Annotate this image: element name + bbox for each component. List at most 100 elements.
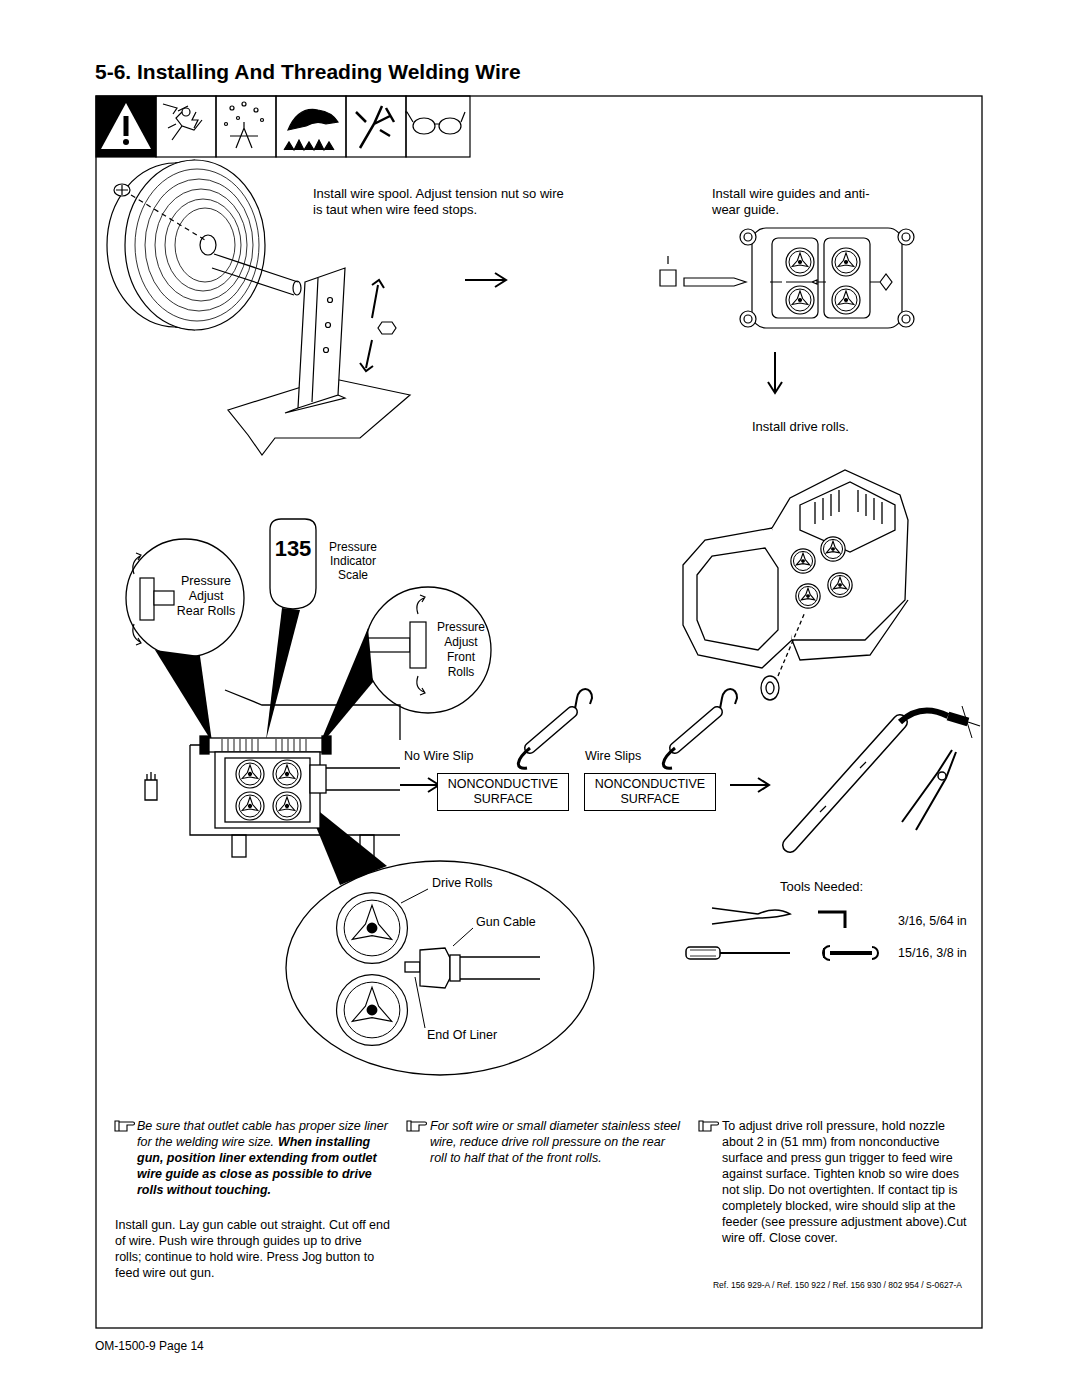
wire-spool xyxy=(145,179,253,311)
wire-guide-plate xyxy=(752,228,902,328)
wire-feeder xyxy=(225,758,310,822)
drive-roll-assembly xyxy=(697,548,778,650)
drive-roll-detail xyxy=(460,957,540,979)
drive-roll-detail xyxy=(450,955,460,981)
wire-spool xyxy=(212,254,298,295)
wire-spool xyxy=(107,160,301,330)
tool-size: 3/16, 5/64 in xyxy=(898,914,967,929)
wire-guide-plate xyxy=(744,233,752,241)
warning-strip xyxy=(276,96,346,157)
surface-label: NONCONDUCTIVE SURFACE xyxy=(591,777,709,807)
warning-strip xyxy=(163,104,202,140)
shield-outline xyxy=(270,519,316,609)
tool-icons xyxy=(720,952,790,954)
wire-guide-plate xyxy=(832,248,860,276)
pressure-knob xyxy=(154,591,174,605)
wire-guide-plate xyxy=(740,229,756,245)
wire-feeder xyxy=(145,690,400,857)
gun-and-cutters xyxy=(790,706,980,845)
warning-strip xyxy=(356,106,394,148)
warning-strip xyxy=(406,96,470,157)
box-heading: No Wire Slip xyxy=(404,749,473,764)
gun-and-cutters xyxy=(902,750,956,830)
drive-roll-assembly xyxy=(828,573,852,597)
callout-wedge xyxy=(266,608,300,740)
wire-guide-plate xyxy=(744,315,752,323)
callout-label: Pressure Adjust Front Rolls xyxy=(434,620,488,680)
wire-guide-plate xyxy=(684,278,746,286)
step-arrow xyxy=(768,352,782,393)
drive-roll-detail xyxy=(337,893,408,964)
wire-spool xyxy=(175,208,235,282)
wire-feeder xyxy=(326,768,400,790)
wire-guide-plate xyxy=(832,286,860,314)
tool-icons xyxy=(686,908,878,960)
page-title: 5-6. Installing And Threading Welding Wi… xyxy=(95,60,521,84)
step-arrow xyxy=(400,778,439,792)
wire-feeder xyxy=(236,760,264,788)
warning-strip xyxy=(254,108,258,112)
wire-spool xyxy=(155,189,247,301)
wire-guide-plate xyxy=(786,286,814,314)
wire-spool xyxy=(135,169,259,321)
wire-guide-plate xyxy=(824,238,870,318)
pressure-knob xyxy=(366,638,410,652)
warning-strip xyxy=(237,117,240,120)
spool-stand xyxy=(324,348,329,353)
gun-and-cutters xyxy=(938,772,946,780)
drive-roll-assembly xyxy=(778,612,805,676)
gun-and-cutters xyxy=(968,722,980,726)
spool-stand xyxy=(285,278,345,413)
wire-feeder xyxy=(310,765,326,793)
tool-icons xyxy=(686,947,720,959)
step-instruction: Install wire guides and anti-wear guide. xyxy=(712,186,877,218)
step-arrow xyxy=(400,273,782,792)
warning-strip xyxy=(225,123,228,126)
wire-feeder xyxy=(215,752,320,828)
wire-guide-plate xyxy=(772,238,818,318)
hanging-gun xyxy=(530,712,572,748)
wire-spool xyxy=(131,195,205,240)
wire-guide-plate xyxy=(786,248,814,276)
wire-feeder xyxy=(222,739,306,751)
warning-strip xyxy=(182,108,190,116)
warning-strip xyxy=(346,96,406,157)
spool-stand xyxy=(378,322,396,334)
pressure-knob xyxy=(417,676,425,695)
warning-strip xyxy=(405,112,465,124)
callout-wedge xyxy=(155,650,212,742)
hanging-gun xyxy=(663,748,675,768)
node-outline xyxy=(285,860,595,1076)
wire-guide-plate xyxy=(898,229,914,245)
wire-feeder xyxy=(273,760,301,788)
ellipse-outline xyxy=(286,861,594,1075)
warning-strip xyxy=(216,96,276,157)
wire-guide-plate xyxy=(660,256,676,286)
wire-spool xyxy=(125,160,265,330)
warning-strip xyxy=(261,119,264,122)
wire-guide-plate xyxy=(740,311,756,327)
hanging-gun xyxy=(675,712,717,748)
step-instruction: Install drive rolls. xyxy=(752,419,912,435)
warning-strip xyxy=(413,118,435,134)
spool-stand xyxy=(328,298,333,303)
wire-feeder xyxy=(190,745,400,835)
surface-box: Wire SlipsNONCONDUCTIVE SURFACE xyxy=(584,773,716,811)
wire-feeder xyxy=(360,835,374,857)
wire-feeder xyxy=(236,792,264,820)
drive-roll-assembly xyxy=(772,470,908,640)
gun-and-cutters xyxy=(820,762,866,812)
wire-feeder xyxy=(205,738,325,752)
warning-strip xyxy=(96,96,156,157)
circle-outline xyxy=(365,587,491,713)
wire-spool xyxy=(165,199,241,291)
wire-feeder xyxy=(145,772,157,800)
gun-and-cutters xyxy=(962,706,972,738)
step-arrow xyxy=(730,778,769,792)
wire-feeder xyxy=(322,736,331,754)
spool-stand xyxy=(372,280,384,318)
callout-label: Pressure Adjust Rear Rolls xyxy=(175,574,237,619)
wire-guide-plate xyxy=(902,233,910,241)
warning-strip xyxy=(439,118,461,134)
drive-roll-detail xyxy=(405,962,420,972)
